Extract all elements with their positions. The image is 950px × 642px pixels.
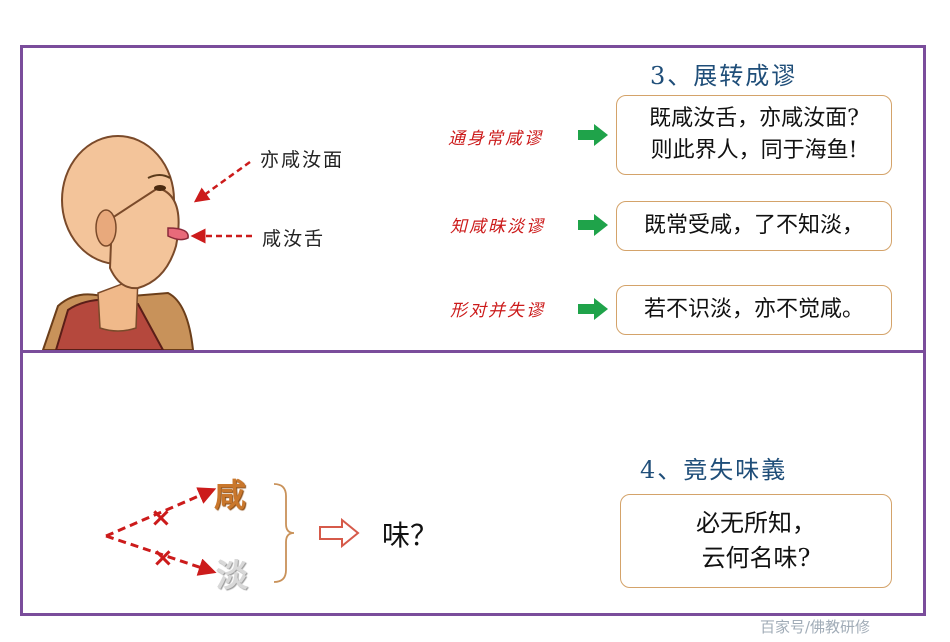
face-label-upper: 亦咸汝面	[260, 149, 345, 171]
section-3-heading: 3、展转成谬	[650, 62, 798, 90]
section-4-box: 必无所知， 云何名味?	[620, 494, 892, 588]
row-label-1: 通身常咸谬	[448, 129, 543, 149]
monk-illustration	[41, 135, 195, 350]
face-label-lower: 咸汝舌	[262, 228, 326, 250]
row-box-1: 既咸汝舌，亦咸汝面? 则此界人，同于海鱼!	[616, 95, 892, 175]
crossed-arrows: × ×	[105, 487, 217, 576]
svg-text:×: ×	[150, 503, 172, 533]
char-dan: 淡	[216, 556, 249, 594]
face-pointer-arrows	[190, 160, 252, 244]
section-4-heading: 4、竟失味義	[640, 456, 788, 484]
row-label-2: 知咸昧淡谬	[450, 217, 545, 237]
row-box-1-line-2: 则此界人，同于海鱼!	[650, 138, 858, 163]
green-arrow-icon	[578, 298, 608, 320]
row-box-3-line-1: 若不识淡，亦不觉咸。	[643, 297, 864, 323]
svg-text:×: ×	[152, 543, 174, 573]
section-4-box-line-1: 必无所知，	[696, 509, 816, 538]
green-arrow-icon	[578, 214, 608, 236]
right-brace	[273, 483, 295, 583]
row-label-3: 形对并失谬	[450, 301, 545, 321]
row-box-2: 既常受咸，了不知淡，	[616, 201, 892, 251]
section-divider	[20, 350, 926, 353]
row-box-2-line-1: 既常受咸，了不知淡，	[643, 213, 864, 239]
watermark: 百家号/佛教研修	[760, 618, 871, 636]
char-xian: 咸	[214, 476, 247, 514]
row-box-1-line-1: 既咸汝舌，亦咸汝面?	[649, 106, 859, 132]
result-wei: 味？	[382, 519, 439, 552]
outer-frame	[20, 45, 926, 616]
section-4-box-line-2: 云何名味?	[701, 544, 811, 572]
green-arrow-icon	[578, 124, 608, 146]
row-box-3: 若不识淡，亦不觉咸。	[616, 285, 892, 335]
hollow-arrow-icon	[319, 518, 360, 548]
